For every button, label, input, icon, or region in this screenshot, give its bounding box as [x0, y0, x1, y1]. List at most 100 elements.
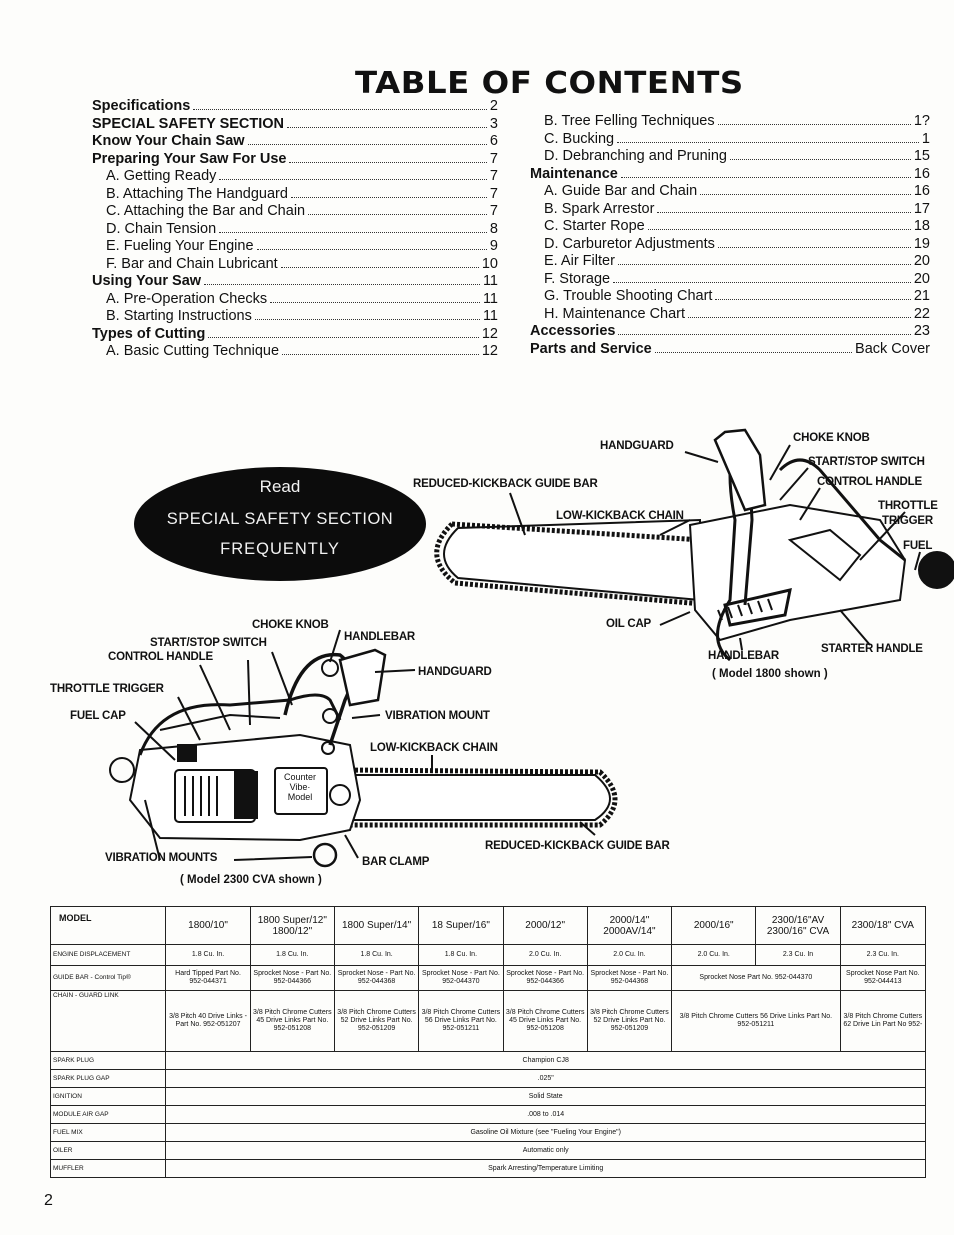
table-row-ignition: IGNITION Solid State	[49, 1087, 926, 1106]
toc-entry-page: 15	[913, 148, 930, 164]
caption-model-1800: ( Model 1800 shown )	[712, 668, 828, 680]
table-cell: Solid State	[165, 1087, 926, 1106]
toc-entry-label: A. Pre-Operation Checks	[106, 290, 268, 307]
top-handguard	[713, 428, 767, 512]
table-row-fuel-mix: FUEL MIX Gasoline Oil Mixture (see "Fuel…	[49, 1123, 926, 1142]
toc-entry-label: Parts and Service	[530, 340, 652, 357]
table-cell: 2.0 Cu. In.	[671, 944, 757, 966]
toc-entry-page: 12	[481, 343, 498, 359]
toc-entry-page: 7	[489, 185, 498, 202]
toc-entry-label: C. Starter Rope	[544, 218, 645, 234]
label-handlebar-bottom: HANDLEBAR	[344, 631, 416, 643]
table-cell: Gasoline Oil Mixture (see "Fueling Your …	[165, 1123, 926, 1142]
bottom-chain	[344, 767, 618, 828]
toc-leader-dots	[219, 231, 487, 233]
toc-leader-dots	[617, 264, 911, 265]
table-cell: 1.8 Cu. In.	[333, 944, 420, 966]
table-row-engine: ENGINE DISPLACEMENT 1.8 Cu. In. 1.8 Cu. …	[49, 944, 927, 966]
page-title: TABLE OF CONTENTS	[355, 66, 744, 101]
row-label-spark-plug: SPARK PLUG	[49, 1051, 167, 1070]
toc-entry-page: 9	[489, 238, 498, 254]
table-cell: .025"	[165, 1069, 926, 1088]
table-cell: Sprocket Nose Part No. 952-044370	[671, 965, 841, 991]
oval-line-read: Read	[259, 477, 301, 496]
counter-vibe-line1: Counter	[283, 772, 317, 782]
label-fuel-cap-bottom: FUEL CAP	[70, 710, 126, 722]
table-cell: 2.0 Cu. In.	[502, 944, 588, 966]
label-reduced-kickback-bottom: REDUCED-KICKBACK GUIDE BAR	[485, 840, 670, 852]
table-row-models: MODEL 1800/10" 1800 Super/12" 1800/12" 1…	[49, 906, 927, 945]
model-2300-16: 2300/16"AV 2300/16" CVA	[755, 906, 841, 945]
table-cell: 3/8 Pitch Chrome Cutters 52 Drive Links …	[333, 990, 420, 1052]
toc-leader-dots	[688, 316, 911, 318]
toc-entry-label: A. Basic Cutting Technique	[106, 343, 280, 359]
model-2000-14: 2000/14" 2000AV/14"	[586, 906, 673, 945]
table-cell: 2.0 Cu. In.	[586, 944, 673, 966]
label-trigger-top: TRIGGER	[882, 515, 933, 527]
toc-leader-dots	[282, 354, 479, 355]
table-cell: 3/8 Pitch Chrome Cutters 45 Drive Links …	[249, 990, 335, 1052]
label-bar-clamp-bottom: BAR CLAMP	[362, 856, 430, 868]
table-cell: .008 to .014	[165, 1105, 926, 1124]
toc-entry-label: B. Attaching The Handguard	[106, 185, 288, 202]
toc-leader-dots	[617, 141, 919, 143]
toc-entry-label: Accessories	[530, 323, 616, 339]
toc-entry-page: 7	[489, 168, 498, 184]
label-starter-handle-top: STARTER HANDLE	[821, 643, 923, 655]
page-number: 2	[44, 1192, 53, 1209]
row-label-module-air-gap: MODULE AIR GAP	[49, 1105, 167, 1124]
toc-entry-page: 20	[913, 253, 930, 269]
label-reduced-kickback-top: REDUCED-KICKBACK GUIDE BAR	[413, 478, 598, 490]
toc-leader-dots	[254, 319, 480, 320]
row-label-fuel-mix: FUEL MIX	[49, 1123, 167, 1142]
counter-vibe-line2: Vibe·	[289, 782, 311, 792]
toc-entry-label: B. Starting Instructions	[106, 308, 252, 324]
model-1800-10: 1800/10"	[165, 906, 251, 945]
table-cell: 2.3 Cu. In.	[839, 944, 927, 966]
row-label-muffler: MUFFLER	[49, 1159, 167, 1178]
row-label-chain: CHAIN - GUARD LINK	[49, 990, 167, 1052]
toc-entry-page: 19	[913, 235, 930, 252]
toc-entry-label: B. Spark Arrestor	[544, 200, 655, 217]
model-header: MODEL	[49, 906, 167, 945]
toc-entry-label: D. Debranching and Pruning	[544, 148, 727, 164]
label-handguard-top: HANDGUARD	[600, 440, 674, 452]
toc-entry-page: 23	[913, 323, 930, 339]
table-row-chain: CHAIN - GUARD LINK 3/8 Pitch 40 Drive Li…	[49, 990, 927, 1052]
toc-entry-page: 10	[481, 255, 498, 272]
table-cell: Sprocket Nose Part No. 952-044413	[839, 965, 927, 991]
table-cell: 3/8 Pitch Chrome Cutters 56 Drive Links …	[418, 990, 504, 1052]
table-cell: Sprocket Nose - Part No. 952-044368	[333, 965, 420, 991]
table-cell: Sprocket Nose - Part No. 952-044370	[418, 965, 504, 991]
toc-entry-page: 17	[913, 200, 930, 217]
table-cell: Sprocket Nose - Part No. 952-044366	[249, 965, 335, 991]
toc-leader-dots	[618, 334, 911, 335]
label-vibration-mount-bottom: VIBRATION MOUNT	[385, 710, 490, 722]
row-label-guide-bar: GUIDE BAR - Control Tip®	[49, 965, 167, 991]
toc-leader-dots	[289, 161, 487, 163]
table-cell: 2.3 Cu. In	[755, 944, 841, 966]
toc-entry-page: 11	[482, 273, 498, 289]
model-2000-16: 2000/16"	[671, 906, 757, 945]
toc-entry-label: A. Getting Ready	[106, 168, 217, 184]
toc-entry-page: 12	[481, 325, 498, 342]
toc-leader-dots	[247, 144, 487, 145]
toc-leader-dots	[290, 196, 487, 198]
bottom-guide-bar	[344, 774, 611, 821]
table-cell: Sprocket Nose - Part No. 952-044368	[586, 965, 673, 991]
toc-entry-label: SPECIAL SAFETY SECTION	[92, 115, 285, 132]
toc-entry-label: Maintenance	[530, 165, 618, 182]
bottom-rear-handle	[138, 693, 342, 756]
toc-entry-page: 11	[482, 308, 498, 324]
table-cell: 3/8 Pitch Chrome Cutters 62 Drive Lin Pa…	[839, 990, 927, 1052]
